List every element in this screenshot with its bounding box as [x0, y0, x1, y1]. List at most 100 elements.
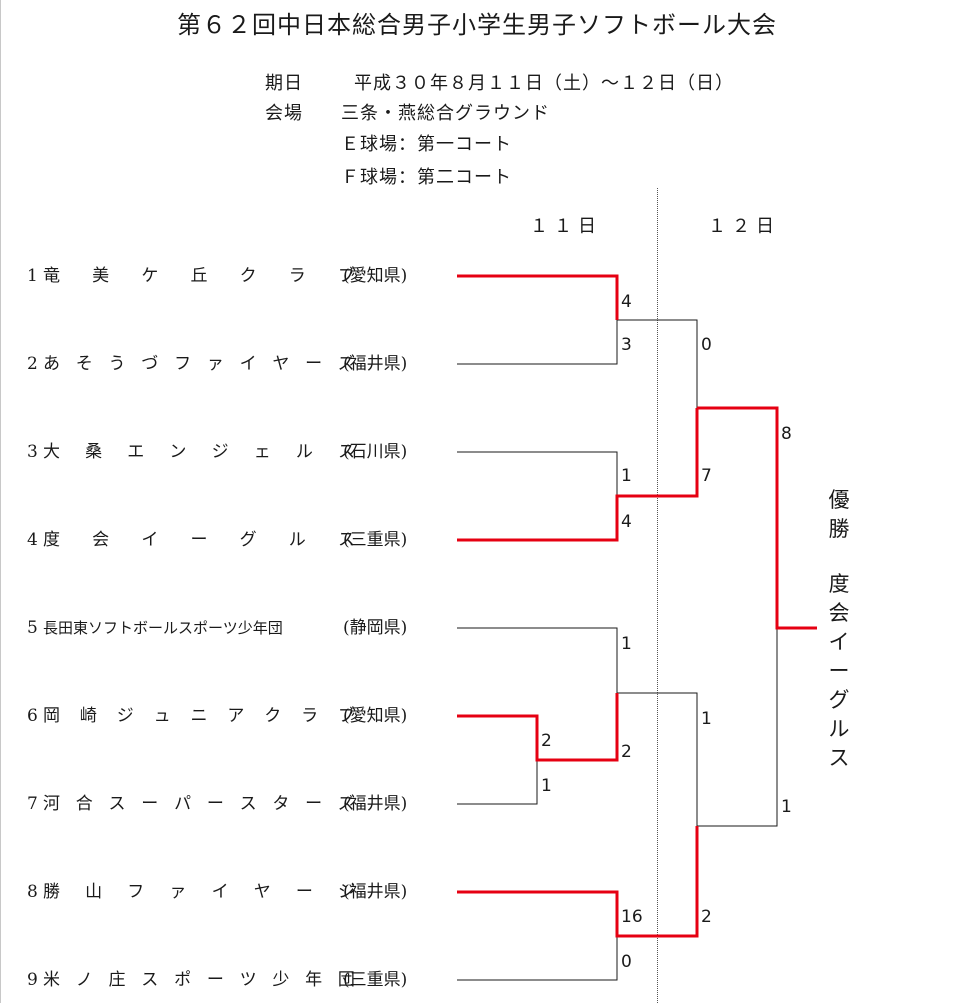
team-name-char: づ	[141, 354, 159, 374]
score-r1-m4-top: 16	[621, 907, 643, 927]
champion-name-char: ル	[828, 717, 850, 741]
winner-path-team4	[457, 408, 699, 542]
team-name-char: ク	[239, 266, 257, 286]
score-r1-m2-bot: 4	[621, 512, 632, 532]
team-name-char: ジ	[116, 706, 134, 726]
champion-label-char: 優	[828, 488, 850, 512]
team-name-char: ツ	[239, 970, 257, 990]
team-name: 河合スーパースターズ	[43, 792, 355, 816]
score-final-bot: 1	[781, 797, 792, 817]
team-name-char: ス	[239, 794, 257, 814]
score-sf1-bot: 7	[701, 466, 712, 486]
team-name-char: 丘	[190, 266, 208, 286]
team-prefecture: (福井県)	[343, 882, 408, 902]
team-name-char: 竜	[43, 266, 60, 286]
venue-label: 会場	[265, 103, 303, 124]
bracket-line-team7	[457, 760, 538, 805]
team-prefecture: (三重県)	[343, 970, 408, 990]
score-r1-m3-top: 1	[621, 634, 632, 654]
score-sf2-bot: 2	[701, 907, 712, 927]
team-number: 7	[27, 794, 38, 814]
score-r1-m2-top: 1	[621, 466, 632, 486]
team-name-char: ヤ	[253, 882, 271, 902]
team-name-char: ス	[337, 530, 355, 550]
team-name-char: ポ	[174, 970, 192, 990]
team-number: 5	[27, 618, 38, 638]
bracket-line-sf2-top	[617, 692, 698, 826]
score-r1-m4-bot: 0	[621, 952, 632, 972]
team-number: 2	[27, 354, 38, 374]
team-number: 1	[27, 266, 38, 286]
team-name-char: 団	[337, 970, 355, 990]
winner-path-team1	[457, 274, 619, 320]
team-name-char: ノ	[75, 970, 93, 990]
champion-name-char: ス	[828, 746, 850, 770]
score-pre-top: 2	[541, 731, 552, 751]
team-name: 勝山ファイヤージ	[43, 880, 355, 904]
team-name-char: ェ	[253, 442, 271, 462]
winner-path-final	[697, 406, 817, 630]
bracket-line-final-bot	[697, 628, 778, 827]
date-value: 平成３０年８月１１日（土）～１２日（日）	[354, 73, 734, 94]
team-name-char: 桑	[85, 442, 103, 462]
team-name-char: 合	[75, 794, 93, 814]
team-name-char: 崎	[79, 706, 97, 726]
team-number: 6	[27, 706, 38, 726]
team-name-char: 美	[92, 266, 110, 286]
team-name-char: ー	[305, 794, 323, 814]
bracket-line-team5	[457, 627, 618, 693]
bracket-line-team3	[457, 451, 618, 496]
team-prefecture: (福井県)	[343, 354, 408, 374]
team-name-char: ー	[295, 882, 313, 902]
champion-name-char: 度	[828, 572, 850, 596]
team-name-char: ヤ	[272, 354, 290, 374]
team-name-char: 年	[305, 970, 323, 990]
team-name-char: 米	[43, 970, 60, 990]
champion-name-char: イ	[828, 630, 850, 654]
team-prefecture: (石川県)	[343, 442, 408, 462]
team-name: 米ノ庄スポーツ少年団	[43, 968, 355, 992]
team-name-char: 少	[272, 970, 290, 990]
winner-path-team8	[457, 826, 699, 938]
score-pre-bot: 1	[541, 776, 552, 796]
team-name-char: ブ	[337, 266, 355, 286]
team-name-char: ス	[337, 442, 355, 462]
team-name-char: 庄	[108, 970, 126, 990]
team-name-char: ー	[141, 794, 159, 814]
team-number: 9	[27, 970, 38, 990]
team-name: 長田東ソフトボールスポーツ少年団	[43, 619, 283, 637]
team-name-char: ュ	[153, 706, 171, 726]
team-name-char: ア	[227, 706, 245, 726]
score-sf1-top: 0	[701, 335, 712, 355]
score-final-top: 8	[781, 424, 792, 444]
score-r1-m1-top: 4	[621, 292, 632, 312]
team-name-char: ラ	[301, 706, 319, 726]
team-name-char: ァ	[169, 882, 187, 902]
team-name: 岡崎ジュニアクラブ	[43, 704, 355, 728]
champion-name-char: ー	[828, 659, 850, 683]
team-name-char: あ	[43, 354, 60, 374]
team-name-char: ル	[288, 530, 306, 550]
team-name-char: ジ	[337, 882, 355, 902]
team-name-char: タ	[272, 794, 290, 814]
team-name-char: ー	[190, 530, 208, 550]
team-name-char: ー	[206, 794, 224, 814]
date-label: 期日	[265, 73, 303, 94]
field-e: Ｅ球場：第一コート	[341, 134, 512, 155]
champion-name-char: グ	[828, 688, 850, 712]
team-prefecture: (愛知県)	[343, 266, 408, 286]
team-name-char: 山	[85, 882, 103, 902]
team-name-char: そ	[75, 354, 93, 374]
champion-team-name: 度 会 イ ー グ ル ス	[826, 570, 852, 773]
team-name: 竜美ケ丘クラブ	[43, 264, 355, 288]
team-name: 度会イーグルス	[43, 528, 355, 552]
team-name-char: 大	[43, 442, 60, 462]
team-name-char: ク	[264, 706, 282, 726]
team-name-char: ラ	[288, 266, 306, 286]
team-name-char: 河	[43, 794, 60, 814]
